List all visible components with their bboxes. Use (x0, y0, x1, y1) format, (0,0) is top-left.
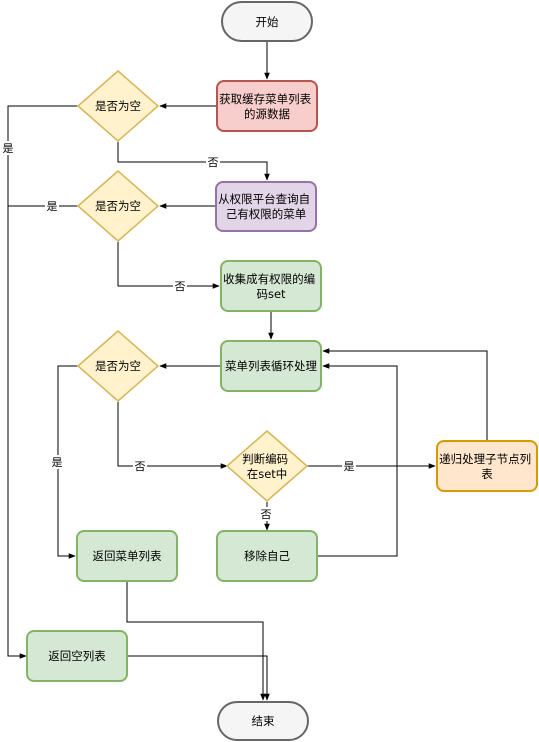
fetch-cache-node[interactable]: 获取缓存菜单列表 的源数据 (216, 80, 318, 132)
edge-label-yes-3: 是 (52, 456, 63, 469)
edge-remove-to-loop (317, 363, 398, 557)
code-in-set-line-2: 在set中 (247, 467, 288, 481)
query-permission-line-1: 从权限平台查询自 (218, 192, 310, 206)
edge-return-menu-to-end (126, 581, 266, 701)
edge-check3-no-to-codecheck (117, 402, 228, 469)
recursive-children-node[interactable]: 递归处理子节点列 表 (436, 440, 538, 492)
edge-label-no-4: 否 (261, 508, 272, 521)
edge-label-yes-1: 是 (3, 142, 14, 155)
empty-check-3-label: 是否为空 (95, 359, 141, 373)
edge-label-no-1: 否 (208, 156, 219, 169)
svg-text:获取缓存菜单列表 的源数据: 获取缓存菜单列表 的源数据 (219, 92, 315, 121)
query-permission-line-2: 己有权限的菜单 (226, 207, 307, 221)
end-node[interactable]: 结束 (217, 701, 309, 741)
menu-loop-node[interactable]: 菜单列表循环处理 (220, 340, 322, 392)
collect-codes-line-2: 码set (256, 287, 286, 301)
return-empty-list-node[interactable]: 返回空列表 (26, 630, 128, 682)
return-menu-list-node[interactable]: 返回菜单列表 (76, 530, 178, 582)
edge-check2-no-to-collect (117, 242, 220, 289)
edge-check1-yes-to-return-empty (7, 105, 78, 659)
edge-return-empty-to-end (127, 655, 270, 701)
end-label: 结束 (252, 714, 275, 728)
query-permission-node[interactable]: 从权限平台查询自 己有权限的菜单 (215, 181, 317, 232)
fetch-cache-line-2: 的源数据 (244, 107, 290, 121)
recursive-children-line-1: 递归处理子节点列 (439, 452, 531, 466)
remove-self-node[interactable]: 移除自己 (216, 530, 318, 582)
svg-text:判断编码 在set中: 判断编码 在set中 (242, 452, 292, 481)
edge-label-no-3: 否 (135, 460, 146, 473)
edge-check1-no-to-query (117, 142, 270, 181)
start-label: 开始 (256, 15, 279, 29)
menu-loop-label: 菜单列表循环处理 (225, 359, 317, 373)
fetch-cache-line-1: 获取缓存菜单列表 (219, 92, 311, 106)
edge-label-yes-2: 是 (47, 200, 58, 213)
edge-recursive-to-loop (322, 348, 488, 440)
code-in-set-line-1: 判断编码 (242, 452, 288, 466)
nodes: 开始 获取缓存菜单列表 的源数据 是否为空 从权限平台查询自 己有权限的菜单 (26, 1, 538, 741)
empty-check-1-label: 是否为空 (95, 99, 141, 113)
empty-check-1-node[interactable]: 是否为空 (76, 70, 160, 142)
edge-label-yes-4: 是 (344, 460, 355, 473)
edges (7, 41, 488, 701)
svg-text:递归处理子节点列 表: 递归处理子节点列 表 (439, 452, 535, 481)
code-in-set-node[interactable]: 判断编码 在set中 (225, 430, 309, 502)
collect-codes-line-1: 收集成有权限的编 (223, 272, 315, 286)
recursive-children-line-2: 表 (481, 467, 493, 481)
edge-labels: 是 否 是 否 是 否 是 否 (1, 141, 356, 521)
start-node[interactable]: 开始 (221, 1, 313, 42)
empty-check-2-node[interactable]: 是否为空 (76, 170, 160, 242)
empty-check-3-node[interactable]: 是否为空 (76, 330, 160, 402)
empty-check-2-label: 是否为空 (95, 199, 141, 213)
collect-codes-node[interactable]: 收集成有权限的编 码set (220, 260, 322, 312)
edge-label-no-2: 否 (175, 280, 186, 293)
remove-self-label: 移除自己 (244, 549, 290, 563)
svg-text:从权限平台查询自 己有权限的菜单: 从权限平台查询自 己有权限的菜单 (218, 192, 314, 221)
return-empty-list-label: 返回空列表 (48, 649, 106, 663)
return-menu-list-label: 返回菜单列表 (93, 549, 162, 563)
svg-text:收集成有权限的编 码set: 收集成有权限的编 码set (223, 272, 319, 301)
